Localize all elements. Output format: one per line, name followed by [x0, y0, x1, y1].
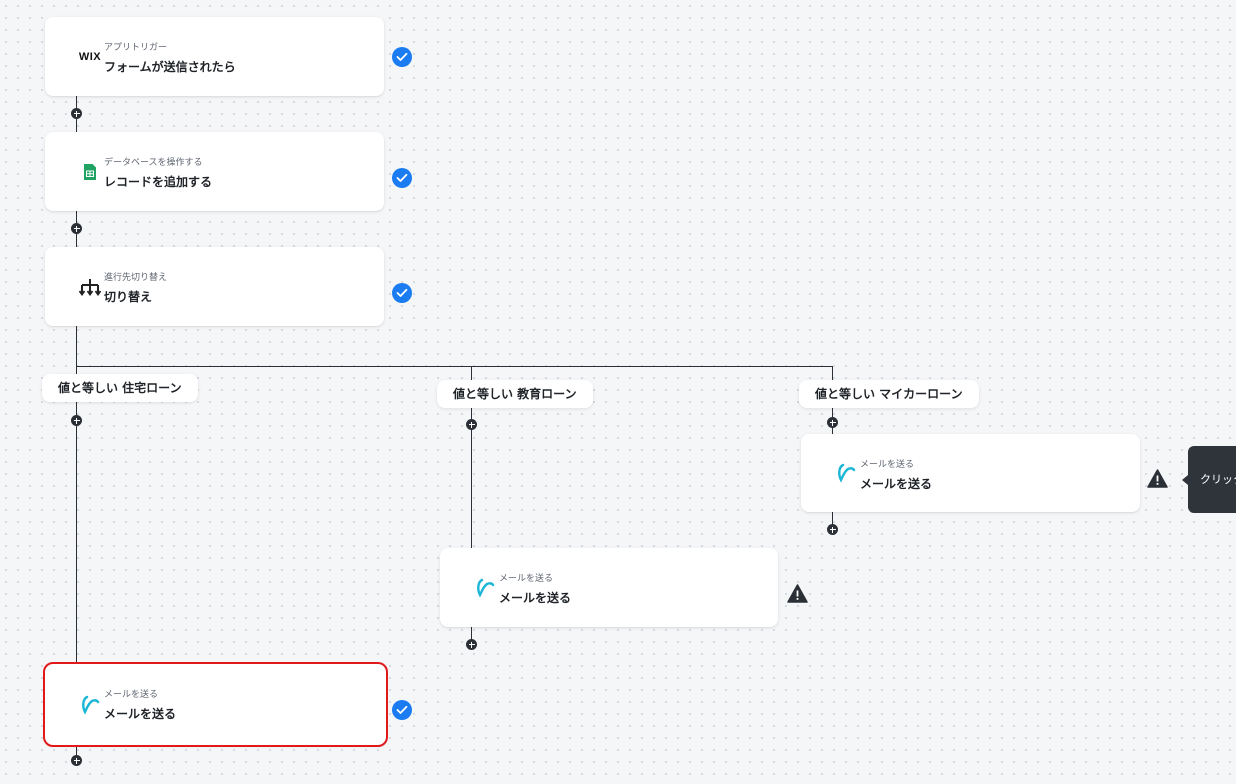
- step-card-switch[interactable]: 進行先切り替え 切り替え: [45, 247, 384, 326]
- wix-logo-text: WIX: [78, 50, 102, 63]
- step-subtitle: メールを送る: [104, 690, 159, 700]
- branch-label-education-loan[interactable]: 値と等しい 教育ローン: [437, 380, 593, 408]
- step-title: メールを送る: [860, 477, 933, 491]
- add-step-button[interactable]: [466, 419, 477, 430]
- add-step-button[interactable]: [827, 524, 838, 535]
- step-subtitle: メールを送る: [499, 574, 554, 584]
- check-icon: [392, 700, 412, 720]
- connector-branch-2: [471, 366, 472, 643]
- step-subtitle: データベースを操作する: [104, 158, 203, 168]
- check-icon: [392, 168, 412, 188]
- step-title: レコードを追加する: [104, 175, 213, 189]
- branch-label-car-loan[interactable]: 値と等しい マイカーローン: [799, 380, 979, 408]
- step-subtitle: アプリトリガー: [104, 43, 168, 53]
- tooltip: クリック: [1188, 446, 1236, 513]
- step-card-send-mail-education-loan[interactable]: メールを送る メールを送る: [440, 548, 778, 627]
- step-title: メールを送る: [499, 591, 572, 605]
- branch-label-housing-loan[interactable]: 値と等しい 住宅ローン: [42, 374, 198, 402]
- step-card-form-trigger[interactable]: WIX アプリトリガー フォームが送信されたら: [45, 17, 384, 96]
- step-subtitle: メールを送る: [860, 460, 915, 470]
- mail-icon: [831, 460, 861, 486]
- add-step-button[interactable]: [71, 755, 82, 766]
- add-step-button[interactable]: [827, 417, 838, 428]
- step-card-send-mail-car-loan[interactable]: メールを送る メールを送る: [801, 434, 1140, 512]
- warning-icon: [1146, 468, 1168, 488]
- warning-icon: [786, 583, 808, 603]
- add-step-button[interactable]: [71, 108, 82, 119]
- add-step-button[interactable]: [71, 223, 82, 234]
- connector-branch-split: [76, 366, 832, 367]
- step-title: フォームが送信されたら: [104, 60, 236, 74]
- spreadsheet-icon: [75, 159, 105, 185]
- add-step-button[interactable]: [466, 639, 477, 650]
- add-step-button[interactable]: [71, 415, 82, 426]
- step-title: メールを送る: [104, 707, 177, 721]
- mail-icon: [470, 575, 500, 601]
- step-card-send-mail-housing-loan[interactable]: メールを送る メールを送る: [43, 662, 388, 747]
- mail-icon: [75, 692, 105, 718]
- tooltip-arrow: [1182, 475, 1188, 485]
- wix-logo: WIX: [75, 44, 105, 70]
- step-title: 切り替え: [104, 290, 153, 304]
- branch-switch-icon: [75, 274, 105, 300]
- check-icon: [392, 47, 412, 67]
- step-subtitle: 進行先切り替え: [104, 273, 168, 283]
- connector-main: [76, 96, 77, 760]
- step-card-add-record[interactable]: データベースを操作する レコードを追加する: [45, 132, 384, 211]
- check-icon: [392, 283, 412, 303]
